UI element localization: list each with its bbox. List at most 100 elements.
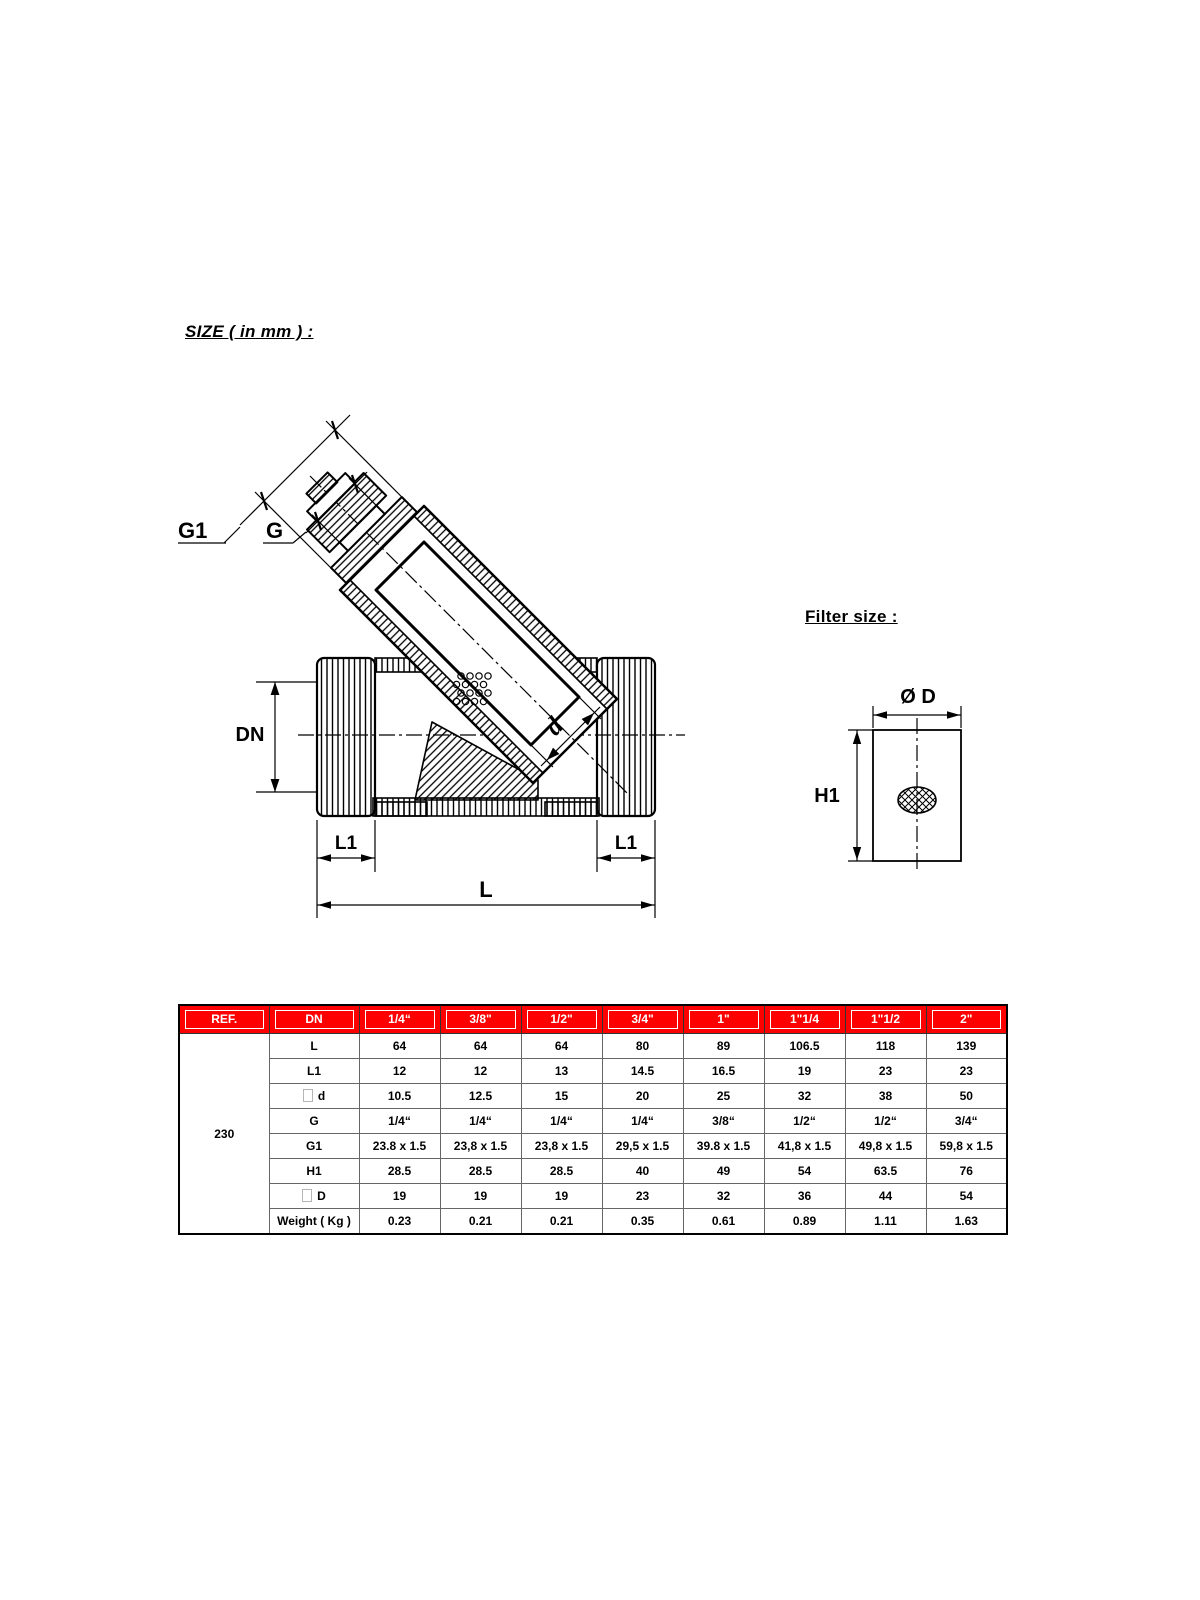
value-cell: 36 [763, 1183, 846, 1209]
row-label-cell: L1 [268, 1058, 360, 1084]
threaded-end-left [315, 656, 377, 818]
value-cell: 16.5 [682, 1058, 765, 1084]
value-cell: 54 [763, 1158, 846, 1184]
value-cell: 14.5 [601, 1058, 684, 1084]
value-cell: 15 [520, 1083, 603, 1109]
l1-left-label: L1 [335, 833, 358, 854]
value-cell: 54 [925, 1183, 1008, 1209]
value-cell: 80 [601, 1033, 684, 1059]
cap-disk [306, 472, 357, 523]
mesh-symbol [452, 672, 492, 706]
value-cell: 19 [439, 1183, 522, 1209]
value-cell: 13 [520, 1058, 603, 1084]
value-cell: 28.5 [439, 1158, 522, 1184]
value-cell: 19 [358, 1183, 441, 1209]
value-cell: 0.23 [358, 1208, 441, 1235]
value-cell: 39.8 x 1.5 [682, 1133, 765, 1159]
value-cell: 76 [925, 1158, 1008, 1184]
ref-cell: 230 [178, 1033, 270, 1235]
header-cell-6: 1" [682, 1004, 765, 1034]
sump-wall [414, 721, 539, 801]
g-label: G [266, 518, 283, 543]
value-cell: 49,8 x 1.5 [844, 1133, 927, 1159]
value-cell: 59,8 x 1.5 [925, 1133, 1008, 1159]
row-label-cell: d [268, 1083, 360, 1109]
value-cell: 28.5 [520, 1158, 603, 1184]
value-cell: 1.63 [925, 1208, 1008, 1235]
value-cell: 29,5 x 1.5 [601, 1133, 684, 1159]
filter-height-label: H1 [814, 785, 840, 807]
value-cell: 32 [682, 1183, 765, 1209]
value-cell: 20 [601, 1083, 684, 1109]
dimension-dn: DN [236, 681, 317, 793]
row-label-cell: G1 [268, 1133, 360, 1159]
g1-label: G1 [178, 518, 207, 543]
row-label-cell: G [268, 1108, 360, 1134]
dn-label: DN [236, 724, 265, 746]
value-cell: 28.5 [358, 1158, 441, 1184]
l-label: L [479, 877, 492, 902]
missing-glyph-box [302, 1089, 313, 1102]
value-cell: 106.5 [763, 1033, 846, 1059]
value-cell: 3/4“ [925, 1108, 1008, 1134]
value-cell: 118 [844, 1033, 927, 1059]
value-cell: 23 [844, 1058, 927, 1084]
dimension-g1: G1 [178, 414, 403, 569]
dimension-filter-diameter: Ø D [872, 686, 962, 728]
value-cell: 64 [520, 1033, 603, 1059]
value-cell: 1/4“ [358, 1108, 441, 1134]
value-cell: 23,8 x 1.5 [439, 1133, 522, 1159]
missing-glyph-box [302, 1189, 313, 1202]
row-label-cell: D [268, 1183, 360, 1209]
value-cell: 23 [601, 1183, 684, 1209]
value-cell: 0.21 [439, 1208, 522, 1235]
row-label-cell: Weight ( Kg ) [268, 1208, 360, 1235]
value-cell: 12 [439, 1058, 522, 1084]
header-cell-4: 1/2" [520, 1004, 603, 1034]
value-cell: 12.5 [439, 1083, 522, 1109]
value-cell: 50 [925, 1083, 1008, 1109]
filter-diameter-label: Ø D [900, 686, 936, 708]
value-cell: 44 [844, 1183, 927, 1209]
header-cell-5: 3/4" [601, 1004, 684, 1034]
value-cell: 23.8 x 1.5 [358, 1133, 441, 1159]
value-cell: 49 [682, 1158, 765, 1184]
value-cell: 1/4“ [601, 1108, 684, 1134]
header-cell-3: 3/8" [439, 1004, 522, 1034]
filter-size-heading: Filter size : [805, 607, 898, 626]
value-cell: 1/2“ [763, 1108, 846, 1134]
header-cell-1: DN [268, 1004, 360, 1034]
value-cell: 1/4“ [439, 1108, 522, 1134]
value-cell: 19 [763, 1058, 846, 1084]
value-cell: 0.21 [520, 1208, 603, 1235]
value-cell: 10.5 [358, 1083, 441, 1109]
value-cell: 139 [925, 1033, 1008, 1059]
value-cell: 23,8 x 1.5 [520, 1133, 603, 1159]
value-cell: 64 [358, 1033, 441, 1059]
header-cell-8: 1"1/2 [844, 1004, 927, 1034]
value-cell: 64 [439, 1033, 522, 1059]
value-cell: 12 [358, 1058, 441, 1084]
value-cell: 89 [682, 1033, 765, 1059]
filter-mesh-ellipse [897, 786, 937, 814]
value-cell: 38 [844, 1083, 927, 1109]
dimension-g: G [263, 471, 377, 544]
value-cell: 41,8 x 1.5 [763, 1133, 846, 1159]
value-cell: 25 [682, 1083, 765, 1109]
cap-nub [305, 471, 339, 505]
valve-section-drawing: G1 G DN d L1 L1 L [178, 414, 685, 918]
dimension-l1-l: L1 L1 L [316, 820, 656, 918]
header-cell-7: 1"1/4 [763, 1004, 846, 1034]
value-cell: 0.35 [601, 1208, 684, 1235]
